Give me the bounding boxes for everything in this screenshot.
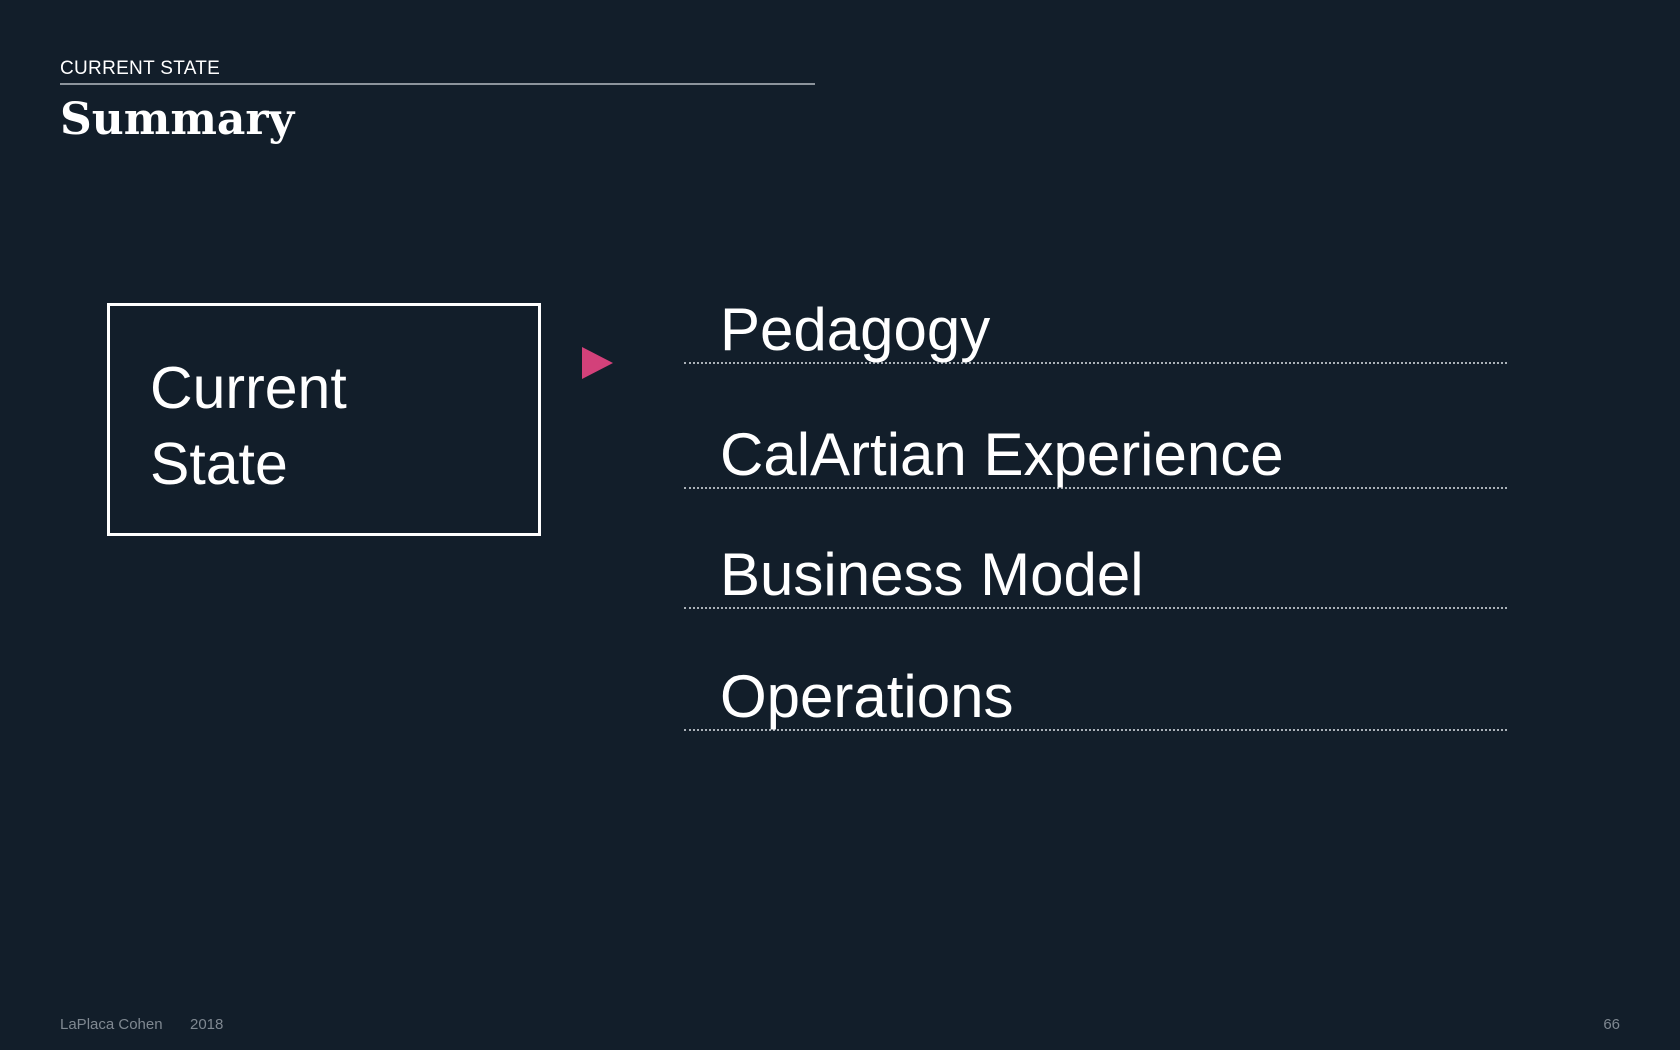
page-title: Summary — [60, 94, 295, 145]
topic-label: Operations — [720, 663, 1014, 730]
footer-year: 2018 — [190, 1016, 224, 1033]
current-state-box — [107, 303, 541, 536]
topic-item-operations: Operations — [684, 667, 1507, 731]
topic-item-pedagogy: Pedagogy — [684, 300, 1507, 364]
eyebrow-divider — [60, 83, 815, 85]
current-state-line-2: State — [150, 431, 288, 497]
section-eyebrow: CURRENT STATE — [60, 58, 221, 79]
topic-label: CalArtian Experience — [720, 421, 1284, 488]
current-state-line-1: Current — [150, 355, 347, 421]
page-number: 66 — [1603, 1016, 1620, 1033]
footer-company: LaPlaca Cohen — [60, 1016, 163, 1033]
topic-item-business-model: Business Model — [684, 545, 1507, 609]
topic-item-calartian-experience: CalArtian Experience — [684, 425, 1507, 489]
current-state-label: Current State — [150, 350, 510, 502]
triangle-right-icon — [582, 347, 613, 379]
topic-label: Business Model — [720, 541, 1144, 608]
topic-label: Pedagogy — [720, 296, 991, 363]
